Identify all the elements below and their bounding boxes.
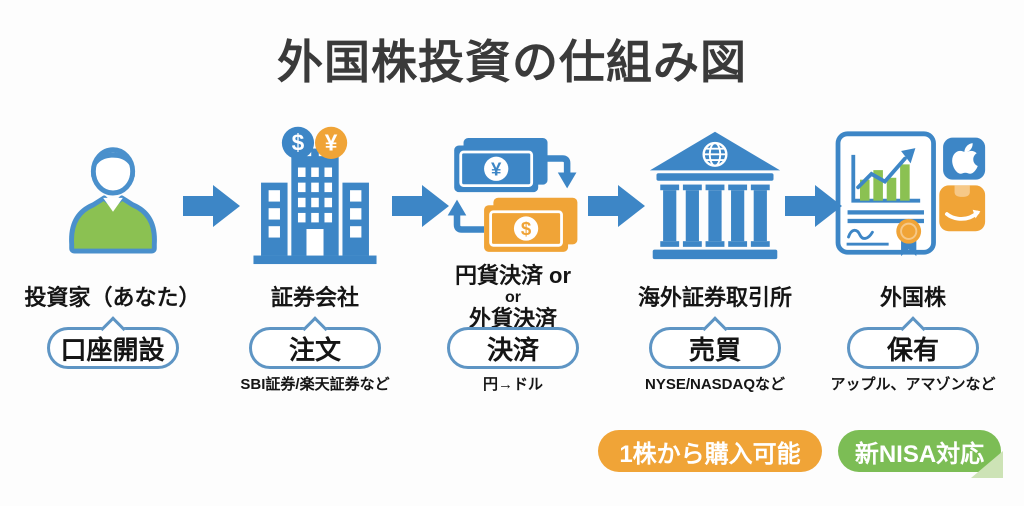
amazon-logo-icon	[939, 185, 986, 232]
seal-ribbon-icon	[896, 218, 922, 257]
svg-text:$: $	[292, 129, 305, 155]
flow-arrow-icon	[392, 185, 449, 227]
step-sub-exchange: NYSE/NASDAQなど	[644, 376, 786, 393]
securities-company-building-icon: $ ¥	[253, 126, 377, 265]
action-pill-order: 注文	[249, 316, 381, 369]
apple-logo-icon	[943, 137, 986, 180]
step-label-exchange: 海外証券取引所	[637, 284, 792, 310]
step-broker: $ ¥ 証券会社 注文 SBI証券/楽天証券など	[217, 120, 413, 400]
dollar-coin-icon: $	[281, 126, 315, 159]
action-pill-settlement: 決済	[447, 327, 579, 369]
globe-icon	[702, 141, 728, 167]
step-foreign-stocks: 外国株 保有 アップル、アマゾンなど	[817, 120, 1009, 400]
step-label-settlement: 円貨決済 or or 外貨決済	[454, 263, 572, 331]
step-sub-settlement: 円→ドル	[482, 376, 543, 393]
flow-arrow-icon	[183, 185, 240, 227]
flow-arrow-icon	[588, 185, 645, 227]
step-label-foreign-stocks: 外国株	[880, 284, 947, 310]
svg-text:¥: ¥	[325, 129, 338, 155]
badge-buy-from-one-share: 1株から購入可能	[598, 430, 822, 472]
flow-arrow-icon	[785, 185, 842, 227]
svg-text:¥: ¥	[491, 158, 502, 179]
page-title: 外国株投資の仕組み図	[277, 36, 747, 88]
step-settlement: ¥ $ 円貨決済 or or 外貨決済 決済	[417, 120, 609, 400]
step-label-investor: 投資家（あなた）	[24, 284, 201, 310]
step-sub-broker: SBI証券/楽天証券など	[240, 376, 390, 393]
investor-person-icon	[68, 147, 157, 254]
step-investor: 投資家（あなた） 口座開設	[15, 120, 210, 400]
step-label-broker: 証券会社	[270, 284, 359, 310]
action-pill-hold: 保有	[847, 316, 979, 369]
badge-new-nisa: 新NISA対応	[838, 430, 1003, 478]
dollar-banknote-icon: $	[484, 197, 578, 252]
stock-chart-icon	[851, 148, 921, 203]
svg-text:$: $	[521, 218, 532, 239]
step-exchange: 海外証券取引所 売買 NYSE/NASDAQなど	[617, 120, 813, 400]
yen-coin-icon: ¥	[315, 126, 348, 159]
yen-banknote-icon: ¥	[454, 138, 548, 193]
overseas-stock-exchange-icon	[649, 131, 781, 260]
step-sub-foreign-stocks: アップル、アマゾンなど	[830, 376, 996, 393]
currency-exchange-banknotes-icon: ¥ $	[447, 138, 578, 252]
foreign-stock-certificate-icon	[835, 131, 986, 257]
action-pill-account-opening: 口座開設	[46, 316, 179, 369]
action-pill-trade: 売買	[649, 316, 781, 369]
